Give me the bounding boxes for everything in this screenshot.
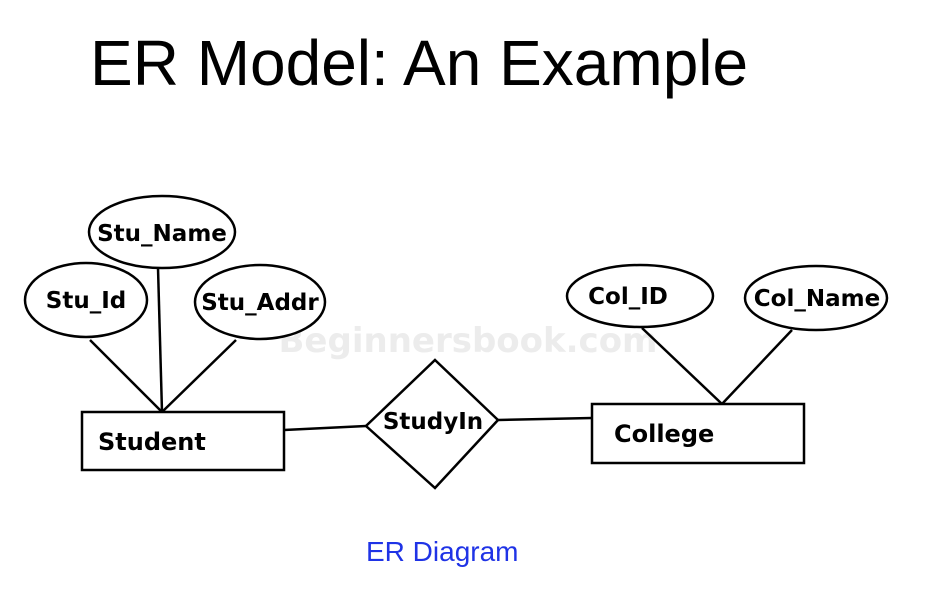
watermark: Beginnersbook.com xyxy=(279,321,658,361)
attribute-stu-name: Stu_Name xyxy=(87,194,237,270)
entity-label: Student xyxy=(98,428,206,456)
entity-student: Student xyxy=(80,410,286,472)
diagram-caption: ER Diagram xyxy=(366,536,519,567)
line-studyin-college xyxy=(497,416,593,422)
attribute-col-name: Col_Name xyxy=(743,264,889,332)
page-title: ER Model: An Example xyxy=(90,27,749,99)
line-stu-name xyxy=(156,267,164,413)
attribute-label: Stu_Name xyxy=(97,221,227,247)
line-stu-id xyxy=(89,339,163,413)
line-col-id xyxy=(641,327,723,405)
entity-label: College xyxy=(614,420,714,448)
attribute-label: Col_Name xyxy=(754,286,880,312)
attribute-label: Col_ID xyxy=(588,284,668,310)
connector-lines xyxy=(89,267,793,432)
attribute-stu-id: Stu_Id xyxy=(23,261,149,339)
attribute-label: Stu_Addr xyxy=(201,290,319,316)
relationship-studyin: StudyIn xyxy=(364,358,500,490)
attribute-label: Stu_Id xyxy=(46,288,126,314)
relationship-label: StudyIn xyxy=(383,409,483,435)
attribute-stu-addr: Stu_Addr xyxy=(193,263,327,341)
line-stu-addr xyxy=(161,339,237,413)
line-col-name xyxy=(721,329,793,405)
attribute-col-id: Col_ID xyxy=(565,263,715,329)
line-student-studyin xyxy=(283,424,367,432)
entity-college: College xyxy=(590,402,806,465)
